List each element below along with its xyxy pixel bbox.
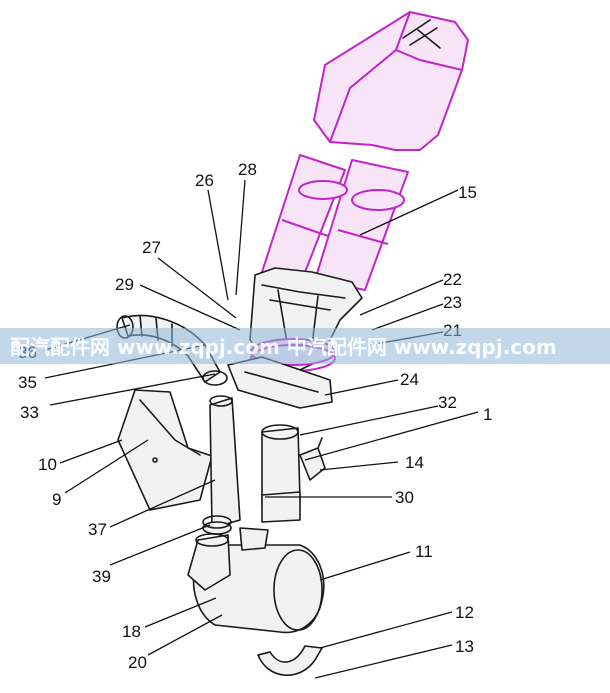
label-part-29: 29 bbox=[115, 275, 134, 294]
label-part-1: 1 bbox=[483, 405, 492, 424]
label-part-14: 14 bbox=[405, 453, 424, 472]
label-part-30: 30 bbox=[395, 488, 414, 507]
air-cleaner-11 bbox=[187, 527, 325, 634]
flange-plate-24 bbox=[227, 356, 333, 409]
watermark-text: 配汽配件网 www.zqpj.com 中汽配件网 www.zqpj.com bbox=[10, 335, 557, 359]
label-part-32: 32 bbox=[438, 393, 457, 412]
connector-tube-1 bbox=[261, 424, 301, 523]
label-part-28: 28 bbox=[238, 160, 257, 179]
watermark-band bbox=[0, 328, 610, 364]
label-part-12: 12 bbox=[455, 603, 474, 622]
clamp-14 bbox=[299, 437, 326, 481]
bracket-10 bbox=[117, 389, 213, 511]
label-part-9: 9 bbox=[52, 490, 61, 509]
label-part-39: 39 bbox=[92, 567, 111, 586]
intake-hood-part bbox=[313, 11, 469, 151]
twin-intake-pipes bbox=[261, 154, 409, 291]
label-part-22: 22 bbox=[443, 270, 462, 289]
label-part-27: 27 bbox=[142, 238, 161, 257]
strap-12 bbox=[257, 645, 323, 676]
label-part-10: 10 bbox=[38, 455, 57, 474]
label-part-37: 37 bbox=[88, 520, 107, 539]
label-part-35: 35 bbox=[18, 373, 37, 392]
label-part-26: 26 bbox=[195, 171, 214, 190]
intake-tube-37 bbox=[202, 370, 241, 529]
watermark: 配汽配件网 www.zqpj.com 中汽配件网 www.zqpj.com bbox=[0, 328, 610, 364]
label-part-15: 15 bbox=[458, 183, 477, 202]
label-part-23: 23 bbox=[443, 293, 462, 312]
label-part-13: 13 bbox=[455, 637, 474, 656]
label-part-33: 33 bbox=[20, 403, 39, 422]
label-part-24: 24 bbox=[400, 370, 419, 389]
label-part-18: 18 bbox=[122, 622, 141, 641]
label-part-11: 11 bbox=[415, 542, 433, 561]
label-part-20: 20 bbox=[128, 653, 147, 672]
